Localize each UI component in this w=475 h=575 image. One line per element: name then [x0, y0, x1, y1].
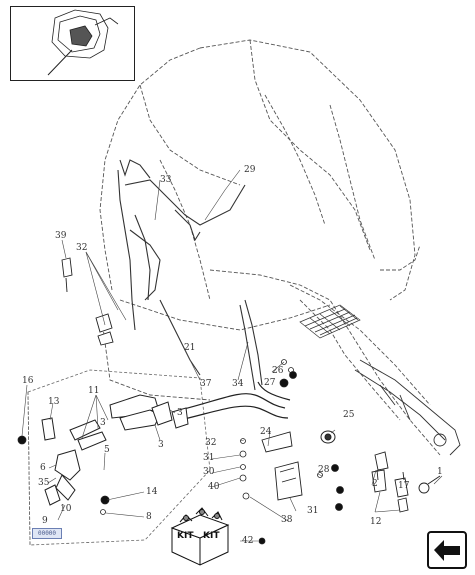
lower-subassembly-outline	[27, 369, 211, 546]
callout-21: 21	[184, 343, 196, 353]
callout-11: 11	[88, 386, 100, 396]
callout-24: 24	[260, 427, 272, 437]
callout-29: 29	[244, 165, 256, 175]
callout-6: 6	[40, 463, 46, 473]
reference-tag: 00000	[32, 528, 62, 539]
electrical-connectors	[371, 451, 441, 513]
callout-27: 27	[264, 378, 276, 388]
wiring-harness	[117, 159, 263, 391]
callout-30: 30	[203, 467, 215, 477]
callout-34: 34	[232, 379, 244, 389]
callout-14: 14	[146, 487, 158, 497]
callout-3-upper: 3	[177, 408, 183, 418]
callout-1: 1	[437, 467, 443, 477]
navigation-arrow-icon[interactable]	[427, 531, 467, 569]
kit-label-left: KIT	[177, 531, 194, 541]
callout-32-lower: 32	[205, 438, 217, 448]
leader-lines	[21, 169, 443, 542]
hydraulic-hose	[179, 381, 291, 421]
frame-connectors	[61, 257, 114, 346]
callout-12: 12	[370, 517, 382, 527]
hose-clamp	[320, 430, 336, 444]
callout-33: 33	[160, 175, 172, 185]
kit-label-right: KIT	[203, 531, 220, 541]
callout-35: 35	[38, 478, 50, 488]
callout-26: 26	[272, 366, 284, 376]
nav-arrow-drawing	[434, 540, 460, 561]
step-platform	[299, 304, 361, 339]
callout-40: 40	[208, 482, 220, 492]
kit-box-illustration	[170, 507, 230, 566]
callout-38: 38	[281, 515, 293, 525]
mounting-bracket	[261, 431, 303, 501]
callout-31: 31	[203, 453, 215, 463]
callout-13: 13	[48, 397, 60, 407]
baler-frame-outline	[99, 39, 441, 456]
callout-32: 32	[76, 243, 88, 253]
drawbar-hitch	[354, 359, 461, 456]
callout-28: 28	[318, 465, 330, 475]
callout-9: 9	[42, 516, 48, 526]
callout-39: 39	[55, 231, 67, 241]
callout-31-right: 31	[307, 506, 319, 516]
callout-3-mid: 3	[100, 418, 106, 428]
small-hardware	[17, 359, 344, 545]
callout-8: 8	[146, 512, 152, 522]
callout-10: 10	[60, 504, 72, 514]
hose-couplers	[41, 394, 189, 506]
inset-thumbnail-drawing	[47, 9, 119, 76]
callout-2: 2	[372, 479, 378, 489]
callout-17: 17	[398, 481, 410, 491]
callout-16: 16	[22, 376, 34, 386]
inset-overview-frame	[10, 6, 135, 81]
callout-42: 42	[242, 536, 254, 546]
callout-25: 25	[343, 410, 355, 420]
callout-3-lower: 3	[158, 440, 164, 450]
callout-5: 5	[104, 445, 110, 455]
callout-37: 37	[200, 379, 212, 389]
